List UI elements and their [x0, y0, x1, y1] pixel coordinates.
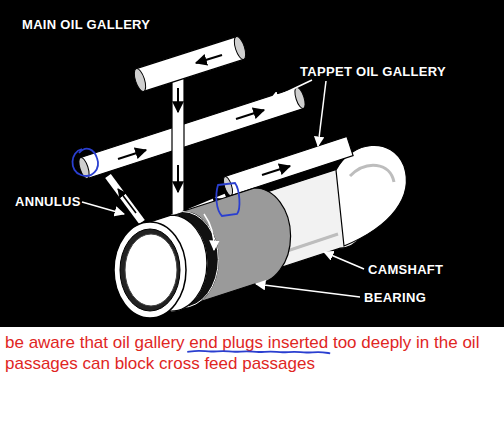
flow-arrow — [236, 110, 264, 119]
flow-arrow — [262, 166, 290, 175]
tube-end — [232, 35, 248, 61]
cross-feed-passage — [108, 176, 142, 222]
hand-drawn-underline — [187, 351, 330, 353]
leader-arrow — [256, 284, 360, 297]
cam-shading — [350, 165, 394, 182]
flow-arrow — [177, 88, 179, 112]
tube-end — [293, 86, 307, 109]
cross-feed-outline — [108, 176, 142, 222]
part-label: BEARING — [364, 290, 426, 305]
hand-drawn-circle — [216, 183, 239, 216]
background — [0, 0, 504, 327]
leader-arrow — [324, 252, 364, 269]
tube-end — [132, 67, 148, 93]
flow-arrow — [118, 189, 136, 213]
journal-ring — [120, 229, 180, 311]
tappet-gallery-tube — [225, 137, 353, 196]
feed-pipe — [172, 68, 184, 216]
part-label: MAIN OIL GALLERY — [22, 17, 150, 32]
part-label: ANNULUS — [15, 194, 81, 209]
journal-face — [125, 234, 177, 306]
leader-arrow — [270, 80, 312, 100]
annulus-flow-arrow — [204, 214, 214, 250]
flow-arrow — [196, 55, 222, 63]
part-label: CAMSHAFT — [368, 262, 443, 277]
leader-arrow — [82, 202, 124, 214]
hand-drawn-circle — [72, 149, 97, 176]
cam-lobe — [336, 145, 406, 246]
flow-arrow — [118, 150, 146, 159]
part-label: TAPPET OIL GALLERY — [300, 64, 446, 79]
main-gallery-tube — [136, 37, 243, 92]
camshaft-end-face — [114, 222, 186, 318]
engine-illustration — [0, 0, 504, 327]
caption-note: be aware that oil gallery end plugs inse… — [5, 332, 485, 374]
leader-arrow — [318, 81, 326, 146]
flow-arrow — [177, 165, 179, 192]
